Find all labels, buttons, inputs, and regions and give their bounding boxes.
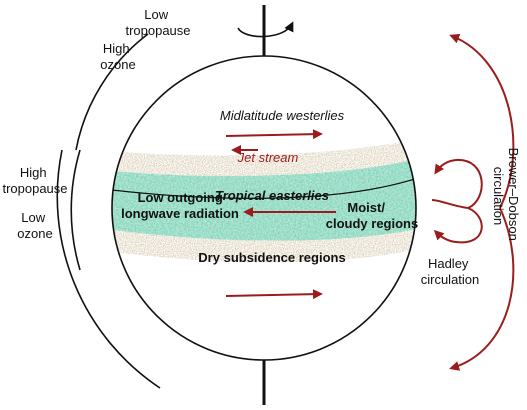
- label-tropical-easterlies: Tropical easterlies: [215, 188, 329, 203]
- label-midlatitude-westerlies: Midlatitude westerlies: [220, 108, 345, 123]
- arc-outer-left: [56, 149, 161, 389]
- dry-band-north: [112, 136, 416, 178]
- westerlies-arrow-south: [225, 289, 323, 300]
- label-high-tropopause: High tropopause: [2, 165, 67, 196]
- hadley-cell-north: [434, 158, 483, 209]
- brewer-dobson-arrow-north: [449, 33, 515, 209]
- label-low-ozone: Low ozone: [17, 210, 52, 241]
- tropical-bands: [112, 136, 416, 263]
- label-low-outgoing-longwave: Low outgoing longwave radiation: [121, 190, 239, 221]
- label-high-ozone: High ozone: [100, 41, 135, 72]
- hadley-updraft: [431, 199, 469, 209]
- label-jet-stream: Jet stream: [237, 150, 299, 165]
- dry-band-south: [112, 224, 416, 263]
- label-hadley-circulation: Hadley circulation: [421, 256, 480, 287]
- label-brewer-dobson: Brewer–Dobson circulation: [491, 148, 521, 245]
- brewer-dobson-arrow-south: [449, 207, 515, 371]
- label-dry-subsidence: Dry subsidence regions: [198, 250, 345, 265]
- label-low-tropopause: Low tropopause: [125, 7, 190, 38]
- arc-high-latitude: [75, 33, 149, 151]
- label-brewer-dobson-group: Brewer–Dobson circulation: [491, 148, 521, 245]
- westerlies-arrow-north: [225, 129, 323, 140]
- globe-outline: [111, 55, 417, 361]
- rotation-arrow-icon: [237, 21, 294, 38]
- arc-tropics: [70, 149, 81, 271]
- label-moist-cloudy: Moist/ cloudy regions: [326, 200, 418, 231]
- hadley-cell-south: [433, 207, 483, 244]
- equator-line: [112, 177, 416, 199]
